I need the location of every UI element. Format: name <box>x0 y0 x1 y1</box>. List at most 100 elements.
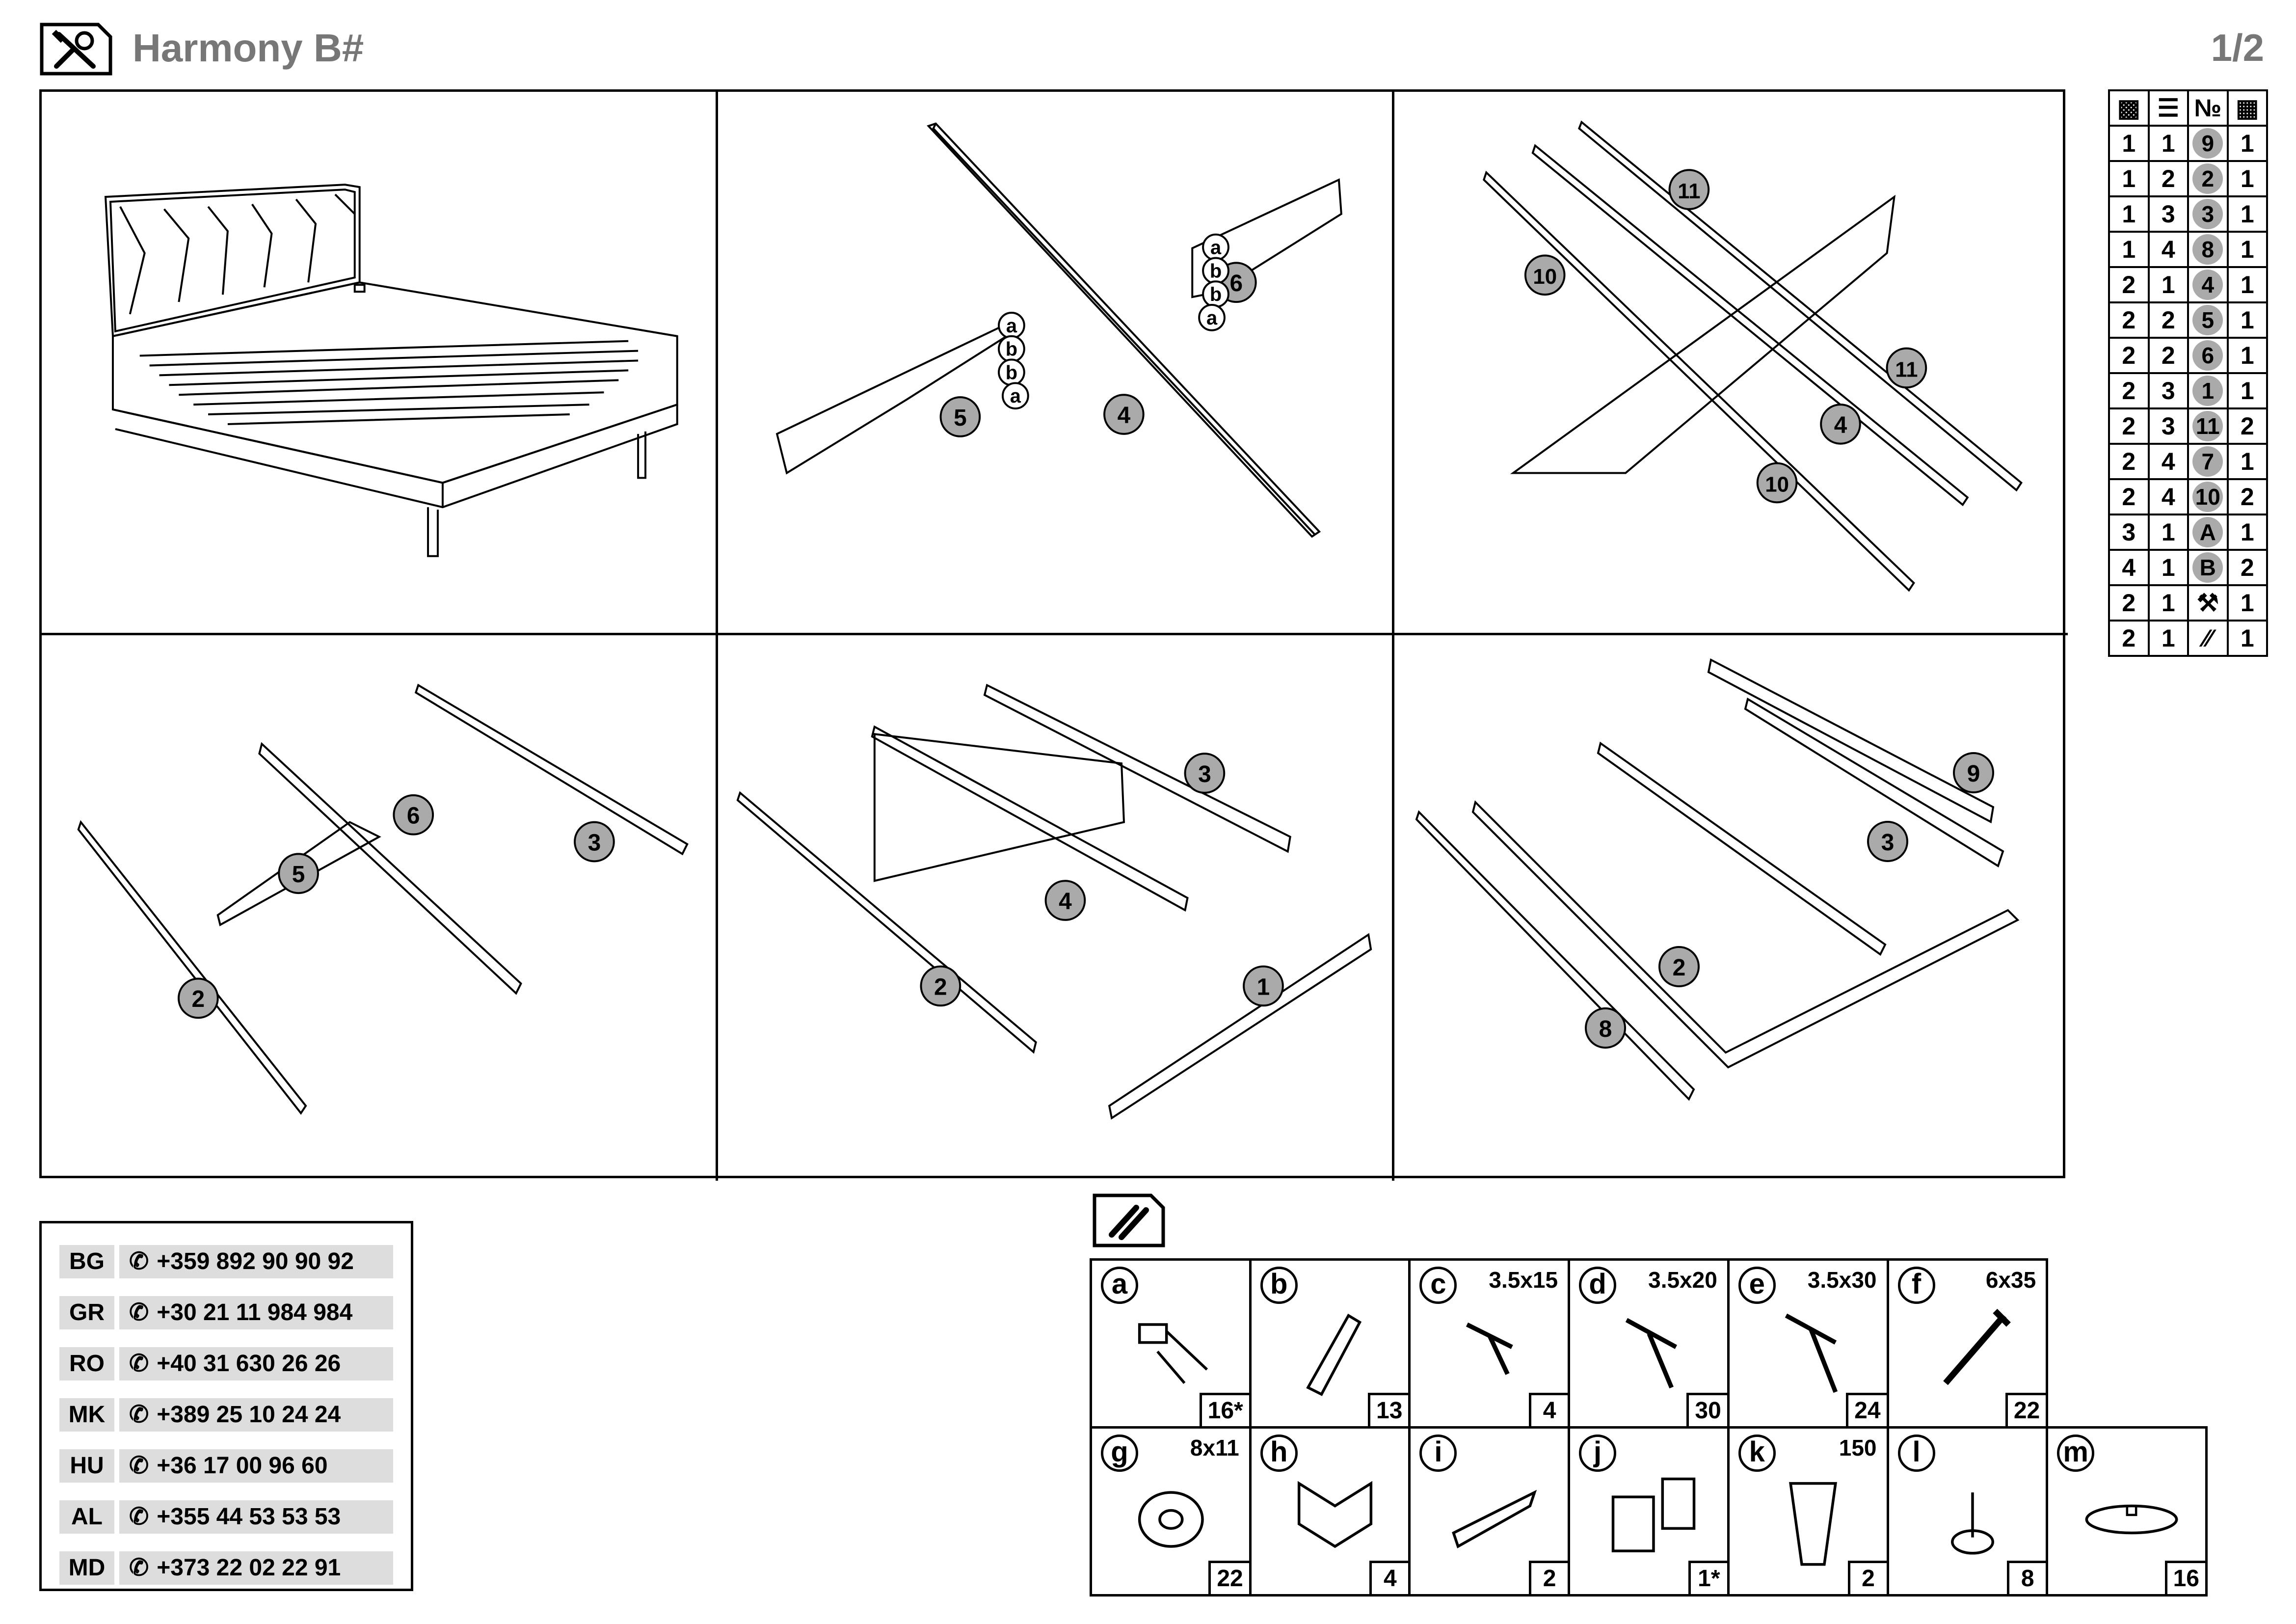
svg-text:6: 6 <box>1230 271 1243 297</box>
tools-icon: ⚒ <box>2196 589 2219 617</box>
hardware-b-icon <box>1306 1313 1362 1396</box>
contact-row: RO✆+40 31 630 26 26 <box>59 1347 393 1380</box>
number-sign-header: № <box>2187 89 2229 127</box>
part-4-badge: 4 <box>1820 404 1861 445</box>
phone-number: ✆+36 17 00 96 60 <box>119 1449 393 1483</box>
box-cell: 2 <box>2108 266 2150 303</box>
hardware-a-icon <box>1138 1323 1208 1384</box>
layer-cell: 4 <box>2147 478 2189 515</box>
hardware-quantity: 30 <box>1686 1393 1727 1426</box>
hardware-j-icon <box>1611 1477 1696 1552</box>
hardware-i-icon <box>1452 1489 1537 1549</box>
svg-text:3: 3 <box>588 830 601 856</box>
hardware-l-icon <box>1950 1492 1994 1555</box>
hardware-letter: i <box>1419 1435 1457 1472</box>
svg-text:2: 2 <box>1673 955 1686 981</box>
page-number: 1/2 <box>2211 26 2264 69</box>
country-code: AL <box>59 1500 114 1534</box>
box-cell: 2 <box>2108 337 2150 374</box>
phone-icon: ✆ <box>129 1351 149 1377</box>
box-cell: 2 <box>2108 301 2150 339</box>
hardware-k-icon <box>1789 1482 1837 1566</box>
svg-text:4: 4 <box>1059 889 1072 915</box>
layer-cell: 3 <box>2147 195 2189 233</box>
hardware-g-icon <box>1138 1491 1204 1548</box>
package-icon: ▩ <box>2108 89 2150 127</box>
part-badge: B <box>2192 552 2223 583</box>
part-1-badge: 1 <box>1243 965 1284 1007</box>
hardware-quantity: 1* <box>1688 1561 1727 1594</box>
step-6-complete-frame: 9 3 2 8 <box>1394 635 2068 1181</box>
part-10-badge-bottom: 10 <box>1756 462 1798 504</box>
svg-text:a: a <box>1210 237 1222 259</box>
qty-cell: 1 <box>2226 514 2268 551</box>
qty-cell: 2 <box>2226 407 2268 445</box>
hardware-letter: e <box>1738 1267 1776 1304</box>
part-11-badge-top: 11 <box>1668 169 1710 210</box>
part-badge: 1 <box>2192 376 2223 406</box>
phone-number: ✆+355 44 53 53 53 <box>119 1500 393 1534</box>
step-1-finished-bed <box>42 92 718 635</box>
qty-cell: 1 <box>2226 337 2268 374</box>
part-badge: 10 <box>2192 482 2223 512</box>
country-code: RO <box>59 1347 114 1380</box>
box-cell: 2 <box>2108 584 2150 622</box>
phone-text: +30 21 11 984 984 <box>157 1299 353 1326</box>
svg-text:b: b <box>1006 362 1017 383</box>
layer-cell: 3 <box>2147 372 2189 409</box>
part-badge: 11 <box>2192 411 2223 441</box>
part-badge: A <box>2192 517 2223 547</box>
hardware-letter: d <box>1579 1267 1617 1304</box>
step-5-frame-sides: 3 4 2 1 <box>718 635 1394 1181</box>
country-code: MK <box>59 1398 114 1432</box>
hardware-letter: b <box>1260 1267 1298 1304</box>
phone-number: ✆+40 31 630 26 26 <box>119 1347 393 1380</box>
part-number-cell: 3 <box>2187 195 2229 233</box>
layer-cell: 1 <box>2147 514 2189 551</box>
box-cell: 2 <box>2108 407 2150 445</box>
hardware-quantity: 4 <box>1369 1561 1409 1594</box>
box-cell: 3 <box>2108 514 2150 551</box>
grid-icon: ▦ <box>2226 89 2268 127</box>
qty-cell: 2 <box>2226 478 2268 515</box>
hardware-letter: c <box>1419 1267 1457 1304</box>
hardware-quantity: 24 <box>1846 1393 1887 1426</box>
assembly-tools-icon <box>40 23 112 76</box>
country-code: MD <box>59 1551 114 1585</box>
part-badge: 6 <box>2192 340 2223 371</box>
part-badge: 9 <box>2192 128 2223 159</box>
phone-icon: ✆ <box>129 1299 149 1326</box>
box-cell: 1 <box>2108 125 2150 162</box>
product-title: Harmony B# <box>133 26 364 70</box>
part-8-badge: 8 <box>1585 1007 1626 1049</box>
phone-icon: ✆ <box>129 1248 149 1274</box>
svg-text:2: 2 <box>192 986 205 1012</box>
hardware-size: 8x11 <box>1190 1435 1239 1461</box>
hardware-letter: a <box>1101 1267 1138 1304</box>
part-11-badge-right: 11 <box>1886 347 1927 389</box>
hardware-icon: ⁄⁄ <box>2203 624 2212 652</box>
country-code: BG <box>59 1245 114 1278</box>
part-number-cell: ⁄⁄ <box>2187 620 2229 657</box>
svg-text:11: 11 <box>1678 179 1700 203</box>
part-number-cell: B <box>2187 549 2229 586</box>
svg-text:4: 4 <box>1118 403 1131 429</box>
qty-cell: 1 <box>2226 231 2268 268</box>
svg-text:10: 10 <box>1533 265 1557 289</box>
box-cell: 2 <box>2108 443 2150 480</box>
phone-icon: ✆ <box>129 1504 149 1530</box>
